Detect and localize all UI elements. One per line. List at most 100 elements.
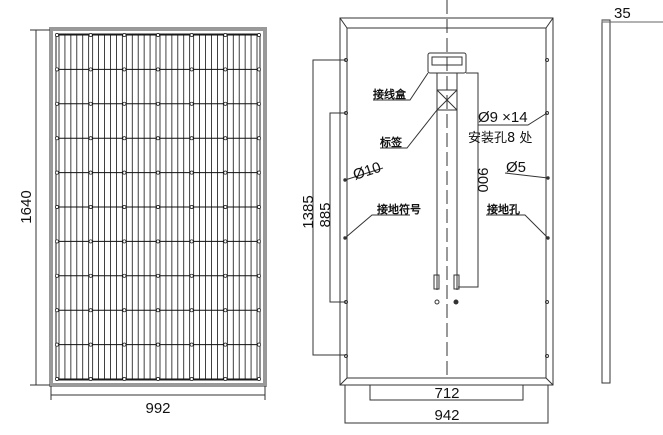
cell-corner: [156, 136, 160, 141]
cell-corner: [257, 377, 261, 381]
cell-corner: [223, 273, 228, 278]
cell-corner: [122, 205, 127, 209]
mount-hole-size-label: Ø9 ×14: [478, 109, 528, 126]
cell-corner: [122, 239, 127, 244]
cell-corner: [55, 170, 59, 175]
cell-corner: [88, 273, 93, 278]
cell-corner: [257, 273, 261, 278]
cell-corner: [156, 273, 160, 278]
junction-box: [427, 52, 467, 74]
junction-box-label: 接线盒: [373, 87, 407, 101]
cell-corner: [223, 136, 228, 141]
cell-corner: [122, 101, 127, 106]
cell-corner: [189, 273, 194, 278]
cell-corner: [257, 101, 261, 106]
cell-corner: [122, 67, 127, 72]
cell-corner: [88, 33, 93, 37]
cell-corner: [156, 342, 160, 347]
cell-corner: [223, 205, 228, 209]
label-label: 标签: [379, 135, 403, 149]
cell-corner: [189, 377, 194, 381]
dim-1640: 1640: [18, 29, 50, 386]
cell-corner: [223, 170, 228, 175]
cell-corner: [88, 205, 93, 209]
dim-885-label: 885: [317, 202, 334, 227]
cell-corner: [122, 308, 127, 313]
cell-corner: [223, 101, 228, 106]
cell-corner: [189, 342, 194, 347]
cell-corner: [257, 205, 261, 209]
dim-900-label: 900: [474, 167, 491, 192]
cell-corner: [122, 273, 127, 278]
cell-corner: [156, 308, 160, 313]
front-view: [49, 27, 267, 387]
mount-hole-label: 安装孔8 处: [468, 131, 532, 146]
cell-corner: [55, 67, 59, 72]
cell-corner: [189, 67, 194, 72]
dim-1385-label: 1385: [300, 195, 317, 228]
cell-corner: [189, 239, 194, 244]
cell-corner: [223, 67, 228, 72]
hole-d5-label: Ø5: [506, 159, 526, 176]
ground-symbol-label: 接地符号: [377, 202, 421, 216]
cell-corner: [223, 342, 228, 347]
dim-712-label: 712: [434, 385, 459, 402]
cell-grid: [55, 33, 261, 381]
cell-corner: [88, 170, 93, 175]
cell-corner: [257, 170, 261, 175]
dim-992: 992: [50, 386, 266, 417]
cell-corner: [122, 136, 127, 141]
cell-corner: [257, 67, 261, 72]
cell-corner: [189, 170, 194, 175]
cell-corner: [55, 101, 59, 106]
cell-corner: [189, 101, 194, 106]
cell-corner: [257, 33, 261, 37]
front-frame: [49, 27, 267, 387]
dim-942-label: 942: [434, 407, 459, 424]
cell-corner: [223, 33, 228, 37]
cell-corner: [257, 308, 261, 313]
cell-corner: [55, 136, 59, 141]
cell-corner: [55, 205, 59, 209]
hole-d10-label: Ø10: [351, 159, 383, 184]
cell-corner: [189, 136, 194, 141]
cell-corner: [88, 342, 93, 347]
cell-corner: [189, 33, 194, 37]
cell-corner: [156, 205, 160, 209]
cell-corner: [156, 377, 160, 381]
cell-corner: [122, 377, 127, 381]
cell-corner: [156, 170, 160, 175]
cell-corner: [189, 308, 194, 313]
cell-corner: [88, 377, 93, 381]
cell-corner: [55, 342, 59, 347]
cell-corner: [257, 239, 261, 244]
cell-corner: [257, 136, 261, 141]
cell-corner: [55, 377, 59, 381]
cell-corner: [156, 101, 160, 106]
back-view: [312, 0, 554, 424]
side-view: [601, 19, 663, 384]
cell-corner: [122, 170, 127, 175]
cell-corner: [55, 308, 59, 313]
cell-corner: [223, 308, 228, 313]
cell-corner: [223, 239, 228, 244]
cell-corner: [156, 239, 160, 244]
cell-corner: [122, 342, 127, 347]
cell-corner: [88, 239, 93, 244]
cell-corner: [189, 205, 194, 209]
dim-992-label: 992: [145, 400, 170, 417]
dim-1640-label: 1640: [18, 190, 35, 223]
cell-corner: [122, 33, 127, 37]
cell-corner: [88, 67, 93, 72]
cell-corner: [88, 101, 93, 106]
cell-corner: [156, 67, 160, 72]
dim-35-label: 35: [614, 5, 631, 22]
cell-corner: [55, 239, 59, 244]
ground-hole-label: 接地孔: [487, 202, 520, 216]
cell-corner: [88, 136, 93, 141]
cell-corner: [257, 342, 261, 347]
cell-corner: [156, 33, 160, 37]
cell-corner: [88, 308, 93, 313]
